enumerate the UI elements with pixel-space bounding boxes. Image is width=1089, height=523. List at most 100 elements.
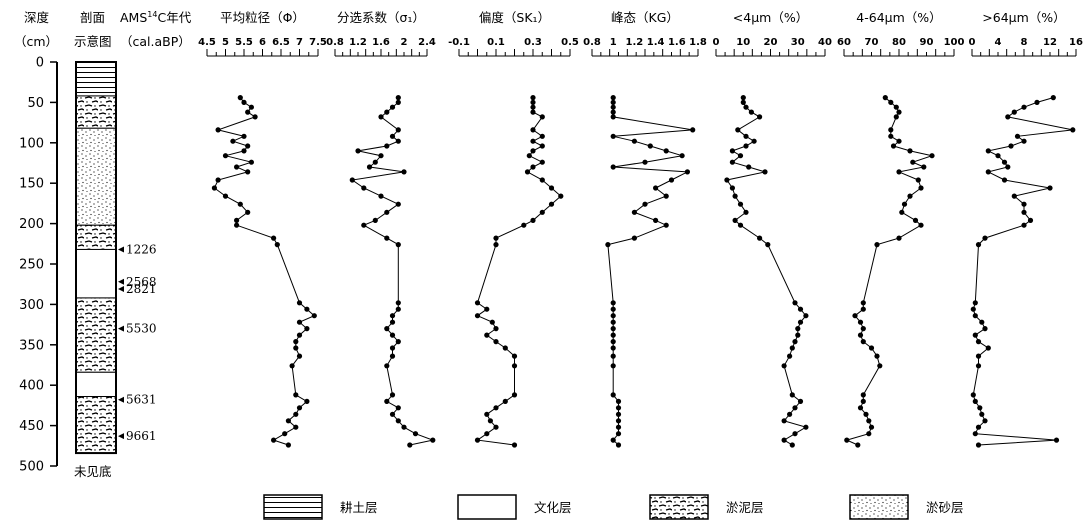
data-point (743, 104, 749, 110)
data-point (860, 339, 866, 345)
data-point (401, 424, 407, 430)
data-point (366, 164, 373, 170)
data-point (610, 300, 616, 306)
data-point (1001, 177, 1008, 183)
panel-tick-label: 1 (610, 37, 617, 48)
data-point (230, 138, 236, 144)
legend-swatch-tillage (263, 494, 323, 520)
data-point (610, 326, 616, 332)
panel-tick-label: 6 (259, 37, 266, 48)
panel-tick-label: 4.5 (198, 37, 216, 48)
data-point (896, 169, 902, 175)
data-point (395, 339, 401, 345)
data-point (972, 300, 978, 306)
data-point (293, 411, 299, 417)
data-point (615, 411, 622, 417)
data-point (395, 405, 401, 411)
data-point (860, 326, 866, 332)
data-point (489, 319, 495, 325)
data-point (1005, 114, 1011, 120)
panel-tick-label: 2.4 (418, 37, 436, 48)
data-point (474, 300, 481, 306)
data-point (372, 217, 378, 223)
age-label: 5530 (126, 322, 157, 336)
data-point (757, 235, 763, 241)
data-point (631, 209, 638, 215)
legend-label: 耕土层 (340, 500, 378, 515)
depth-tick-label: 100 (19, 136, 44, 151)
data-point (888, 127, 894, 133)
data-point (1021, 138, 1027, 144)
data-point (271, 437, 277, 443)
data-point (781, 418, 787, 424)
panel-tick-label: 60 (837, 37, 851, 48)
data-point (1021, 209, 1027, 215)
data-point (663, 193, 669, 199)
data-point (605, 242, 611, 248)
data-point (743, 133, 749, 139)
data-point (1027, 217, 1034, 223)
data-point (524, 169, 531, 175)
data-point (907, 148, 913, 154)
data-point (795, 326, 801, 332)
data-point (1001, 159, 1008, 165)
age-title: AMS14C年代 (120, 10, 192, 25)
data-point (874, 242, 880, 248)
data-point (274, 242, 280, 248)
data-point (855, 442, 861, 448)
data-point (792, 431, 798, 437)
panel-title: 偏度（SK₁） (479, 10, 550, 25)
lithology-silt (75, 95, 117, 129)
data-point (1034, 99, 1040, 105)
data-point (511, 353, 518, 359)
data-point (511, 392, 518, 398)
data-point (296, 300, 303, 306)
data-point (888, 133, 894, 139)
data-point (222, 153, 229, 159)
data-point (852, 313, 858, 319)
data-point (1070, 127, 1076, 133)
data-point (349, 177, 355, 183)
data-point (1014, 133, 1021, 139)
data-point (484, 431, 490, 437)
data-point (539, 209, 545, 215)
data-point (530, 148, 536, 154)
data-point (384, 326, 390, 332)
data-point (679, 153, 685, 159)
data-point (684, 169, 691, 175)
data-point (548, 185, 555, 191)
panel-tick-label: 1.6 (668, 37, 686, 48)
data-point (245, 209, 251, 215)
data-point (610, 104, 616, 110)
data-point (781, 363, 787, 369)
data-point (857, 405, 864, 411)
data-point (860, 398, 866, 404)
data-point (615, 405, 622, 411)
data-point (389, 353, 396, 359)
data-point (378, 193, 384, 199)
data-point (982, 418, 988, 424)
panel-tick-label: 100 (944, 37, 965, 48)
panel-tick-label: 1.6 (372, 37, 390, 48)
data-point (521, 222, 527, 228)
data-point (245, 169, 251, 175)
data-point (866, 431, 872, 437)
data-point (293, 392, 299, 398)
panel-tick-label: 1.8 (689, 37, 707, 48)
data-point (918, 222, 924, 228)
panel-title: 平均粒径（Φ） (220, 10, 305, 25)
data-point (530, 217, 536, 223)
legend-label: 淤泥层 (726, 500, 764, 515)
age-label: 1226 (126, 242, 157, 256)
data-point (751, 138, 757, 144)
series-line (607, 97, 693, 446)
data-point (389, 313, 396, 319)
data-point (748, 109, 755, 115)
data-point (795, 332, 801, 338)
age-unit: （cal.aBP） (120, 34, 191, 49)
data-point (970, 306, 976, 312)
depth-tick-label: 150 (19, 177, 44, 192)
